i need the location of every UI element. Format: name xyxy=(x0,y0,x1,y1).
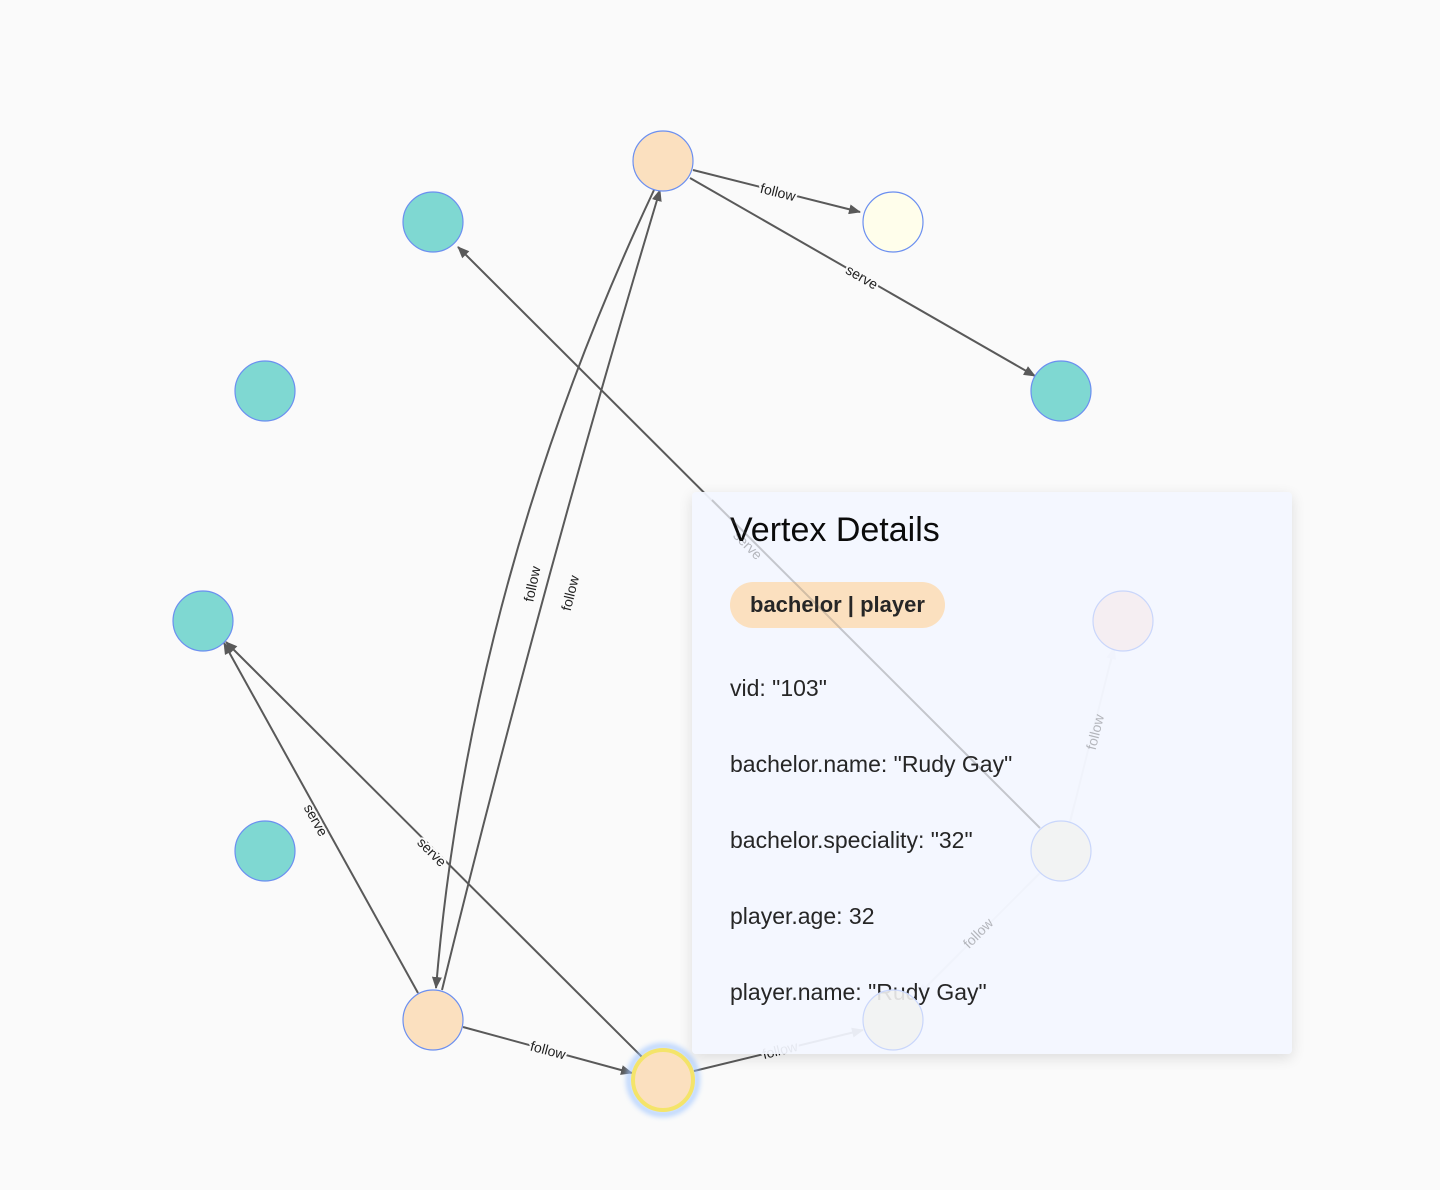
node-player-top[interactable] xyxy=(632,130,694,192)
vertex-details-panel: Vertex Details bachelor | player vid: "1… xyxy=(692,492,1292,1054)
node-yellow[interactable] xyxy=(862,191,924,253)
edge-label-follow: follow xyxy=(520,564,543,603)
node-player-bottom-left[interactable] xyxy=(402,989,464,1051)
edge-label-follow: follow xyxy=(558,573,582,612)
panel-title: Vertex Details xyxy=(730,511,940,549)
property-bachelor-speciality: bachelor.speciality: "32" xyxy=(730,827,973,853)
edge-serve-top[interactable] xyxy=(689,177,1036,377)
node-team-left[interactable] xyxy=(172,590,234,652)
node-selected-glow xyxy=(627,1044,699,1116)
edge-label-serve: serve xyxy=(843,262,881,293)
edge-serve-long[interactable] xyxy=(225,641,644,1059)
node-team-left-upper[interactable] xyxy=(234,360,296,422)
node-team-top-left[interactable] xyxy=(402,191,464,253)
edge-follow-down[interactable] xyxy=(431,189,655,989)
nodes xyxy=(172,130,1092,1116)
edge-label-follow: follow xyxy=(759,180,798,204)
node-team-left-lower[interactable] xyxy=(234,820,296,882)
node-player-selected[interactable] xyxy=(631,1048,695,1112)
vertex-tag-badge: bachelor | player xyxy=(730,582,945,628)
edge-follow-up[interactable] xyxy=(441,189,662,991)
edge-label-follow: follow xyxy=(529,1038,569,1063)
edge-label-serve: serve xyxy=(414,834,450,870)
property-vid: vid: "103" xyxy=(730,675,827,701)
edge-serve-left[interactable] xyxy=(223,642,419,994)
property-player-name: player.name: "Rudy Gay" xyxy=(730,979,987,1005)
edge-label-serve: serve xyxy=(301,801,332,839)
edge-follow-top[interactable] xyxy=(692,169,861,215)
property-player-age: player.age: 32 xyxy=(730,903,875,929)
property-bachelor-name: bachelor.name: "Rudy Gay" xyxy=(730,751,1013,777)
edge-follow-bottom[interactable] xyxy=(462,1026,633,1075)
node-team-right[interactable] xyxy=(1030,360,1092,422)
